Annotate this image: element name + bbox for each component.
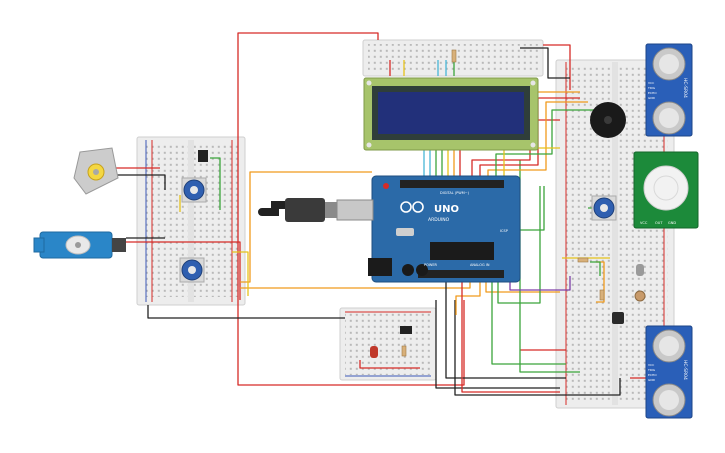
wires	[115, 32, 664, 396]
resistor-right-2	[599, 289, 605, 301]
wire-black-right	[520, 47, 570, 79]
ultrasonic-top-pin-trig: TRIG	[647, 86, 656, 90]
breadboard-small	[339, 307, 437, 381]
ultrasonic-bottom-model: HC-SR04	[682, 360, 688, 380]
wire-green-bot	[491, 278, 566, 365]
pir-pin-gnd: GND	[668, 221, 676, 225]
ultrasonic-top-model: HC-SR04	[682, 78, 688, 98]
temperature-sensor	[612, 312, 624, 324]
wire-orange-2	[240, 280, 471, 289]
wire-black-bottom	[454, 300, 621, 396]
potentiometer-1	[181, 177, 207, 203]
wire-green-d4	[495, 109, 596, 178]
wire-red-d2	[479, 97, 580, 178]
wire-red-top-right	[543, 44, 571, 90]
ultrasonic-bottom-pin-echo: ECHO	[648, 373, 657, 377]
arduino-model: UNO	[434, 204, 459, 215]
wire-purple-1	[509, 276, 571, 291]
photoresistor	[634, 290, 646, 302]
wire-red-bottom	[237, 300, 465, 386]
ultrasonic-bottom-pin-vcc: VCC	[648, 363, 654, 367]
pir-pin-out: OUT	[655, 221, 663, 225]
resistor-small-board	[401, 345, 407, 357]
wire-green-6	[590, 261, 601, 276]
pir-pin-vcc: VCC	[640, 221, 648, 225]
wire-black-lcd	[435, 300, 560, 389]
wire-black-2	[445, 280, 566, 379]
ultrasonic-top-pin-gnd: GND	[648, 96, 656, 100]
piezo-buzzer	[590, 102, 626, 138]
pir-sensor: VCC OUT GND	[633, 151, 699, 229]
transistor-small-board	[400, 326, 412, 334]
wire-orange-3	[485, 278, 560, 293]
led-right	[636, 264, 644, 276]
wire-black-motor	[115, 174, 166, 190]
wire-green-1	[210, 157, 221, 210]
led-small-board	[370, 346, 378, 358]
arduino-logo-icon	[400, 201, 424, 213]
lcd-16x2	[363, 77, 539, 151]
breadboard-left	[136, 136, 246, 306]
wire-green-3	[497, 186, 541, 304]
wire-red-servo	[126, 241, 241, 300]
wire-red-loop	[237, 32, 379, 300]
resistor-top	[451, 49, 457, 63]
power-label: POWER	[424, 263, 438, 267]
wire-red-d1	[471, 119, 560, 178]
digital-label: DIGITAL (PWM~)	[440, 191, 470, 195]
ultrasonic-top-pin-echo: ECHO	[648, 91, 657, 95]
icsp-label: ICSP	[500, 229, 508, 233]
ultrasonic-sensor-bottom: HC-SR04 VCC TRIG ECHO GND	[645, 325, 693, 419]
ultrasonic-top-pin-vcc: VCC	[648, 81, 654, 85]
wire-red-small	[359, 360, 420, 369]
analog-label: ANALOG IN	[470, 263, 490, 267]
wire-orange-d3	[487, 101, 588, 178]
potentiometer-3	[591, 195, 617, 221]
wire-yellow-2	[232, 251, 249, 296]
ultrasonic-bottom-pin-trig: TRIG	[647, 368, 656, 372]
dc-motor	[73, 147, 119, 195]
wire-black-loop	[147, 305, 345, 319]
ultrasonic-bottom-pin-gnd: GND	[648, 378, 656, 382]
transistor-left	[198, 150, 208, 162]
potentiometer-2	[179, 257, 205, 283]
wire-orange-4	[455, 278, 481, 315]
arduino-uno: UNO ARDUINO DIGITAL (PWM~) POWER ANALOG …	[368, 175, 521, 283]
wire-red-bot	[461, 280, 560, 393]
wire-orange-1	[240, 171, 372, 283]
arduino-brand: ARDUINO	[428, 217, 450, 223]
ultrasonic-sensor-top: HC-SR04 VCC TRIG ECHO GND	[645, 43, 693, 137]
servo-motor	[33, 231, 126, 259]
usb-cable	[258, 198, 374, 222]
resistor-right-1	[577, 257, 589, 263]
